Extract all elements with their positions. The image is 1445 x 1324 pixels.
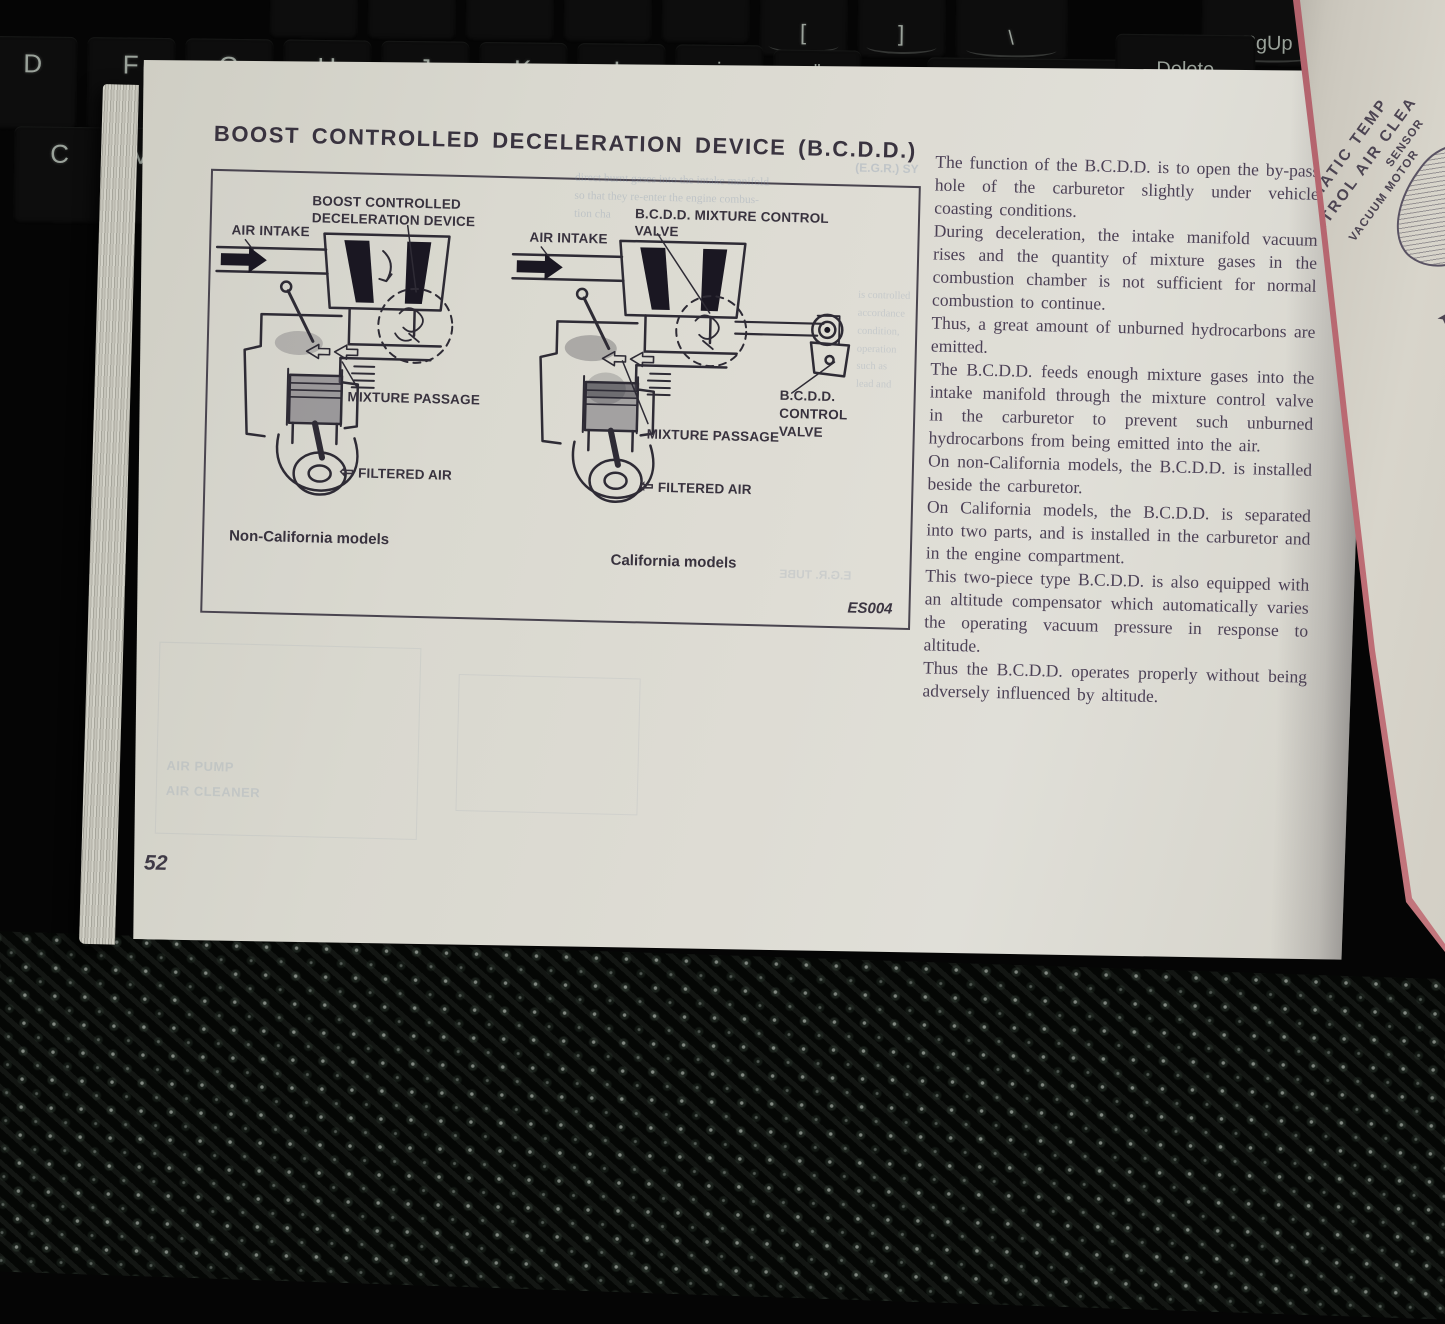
woven-surface xyxy=(0,930,1445,1324)
paragraph: The function of the B.C.D.D. is to open … xyxy=(934,151,1320,221)
figure-box: direct burnt gases into the intake manif… xyxy=(200,169,921,630)
engine-diagram-non-california xyxy=(204,183,497,538)
caption-california: California models xyxy=(610,551,737,572)
paragraph: This two-piece type B.C.D.D. is also equ… xyxy=(923,565,1310,656)
page-number: 52 xyxy=(143,851,168,875)
paragraph: On California models, the B.C.D.D. is se… xyxy=(925,496,1312,568)
caption-non-california: Non-California models xyxy=(228,527,390,549)
ghost-air-pump: AIR PUMP AIR CLEANER xyxy=(165,757,261,800)
manual-left-page: BOOST CONTROLLED DECELERATION DEVICE (B.… xyxy=(122,41,1372,969)
engine-diagram-california xyxy=(500,190,873,547)
filtered-air-arrow-right: ⇦ xyxy=(639,476,655,496)
label-filtered-air-right: ⇦ FILTERED AIR xyxy=(639,476,752,498)
paragraph: Thus the B.C.D.D. operates properly with… xyxy=(922,657,1308,707)
key-c: C xyxy=(13,126,107,226)
ghost-diagram-outline-2 xyxy=(455,674,640,815)
key-bracket-close: ] xyxy=(857,0,947,60)
label-mixture-passage-right: MIXTURE PASSAGE xyxy=(646,426,780,445)
label-filtered-air-left: ⇦ FILTERED AIR xyxy=(339,462,453,483)
key-blank-4 xyxy=(563,0,653,44)
key-blank-3 xyxy=(465,0,555,43)
key-blank-5 xyxy=(661,0,751,46)
label-air-intake-left: AIR INTAKE xyxy=(231,222,310,240)
label-bcdd-control-valve-1: B.C.D.D. xyxy=(779,387,836,405)
label-air-intake-right: AIR INTAKE xyxy=(529,229,608,247)
key-backslash: \ xyxy=(955,0,1069,64)
label-bcdd-control-valve-3: VALVE xyxy=(778,423,823,440)
paragraph: During deceleration, the intake manifold… xyxy=(931,220,1318,314)
ghost-diagram-outline-1 xyxy=(155,642,422,840)
key-blank-1 xyxy=(269,0,359,41)
label-bcdd-control-valve-2: CONTROL xyxy=(779,405,848,423)
body-text-column: The function of the B.C.D.D. is to open … xyxy=(922,151,1319,712)
filtered-air-arrow-left: ⇦ xyxy=(339,462,355,482)
key-blank-2 xyxy=(367,0,457,42)
page-title: BOOST CONTROLLED DECELERATION DEVICE (B.… xyxy=(213,120,918,164)
label-mixture-passage-left: MIXTURE PASSAGE xyxy=(347,389,481,408)
figure-code: ES004 xyxy=(847,599,893,618)
key-d: D xyxy=(0,35,78,131)
paragraph: The B.C.D.D. feeds enough mixture gases … xyxy=(928,358,1315,456)
label-bcdd-mixture-control-valve: VALVE xyxy=(634,223,679,240)
